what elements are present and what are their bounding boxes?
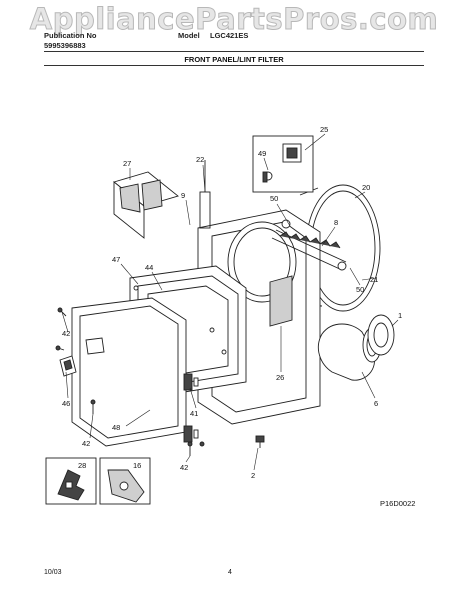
door-catch-part [59,355,77,377]
header-rule-bottom [44,65,424,66]
callout-44: 44 [145,263,153,272]
model-label: Model [178,31,200,40]
footer-date: 10/03 [44,569,62,576]
small-parts-inset-28 [45,457,97,505]
watermark-logo: AppliancePartsPros.com [29,2,439,37]
callout-28: 28 [78,461,86,470]
callout-50a: 50 [270,194,278,203]
leveling-foot-part [255,435,265,448]
header-rule-top [44,51,424,52]
callout-1: 1 [398,311,402,320]
light-bracket-part [271,219,347,271]
callout-20: 20 [362,183,370,192]
screw-part [55,307,205,456]
duct-seal-ring-part [367,314,395,356]
callout-9: 9 [181,191,185,200]
callout-42b: 42 [82,439,90,448]
callout-8: 8 [334,218,338,227]
model-value: LGC421ES [210,31,249,40]
door-switch-inset [252,135,314,193]
callout-26: 26 [276,373,284,382]
callout-22: 22 [196,155,204,164]
callout-50b: 50 [356,285,364,294]
callout-27: 27 [123,159,131,168]
hinge-part [183,373,199,443]
callout-42c: 42 [180,463,188,472]
callout-41: 41 [190,409,198,418]
footer-page-number: 4 [228,569,232,576]
publication-label: Publication No [44,31,97,40]
callout-42a: 42 [62,329,70,338]
small-parts-inset-16 [99,457,151,505]
callout-46: 46 [62,399,70,408]
figure-id: P16D0022 [380,499,415,508]
callout-21: 21 [370,275,378,284]
callout-48: 48 [112,423,120,432]
callout-25: 25 [320,125,328,134]
callout-6: 6 [374,399,378,408]
publication-number: 5995396883 [44,41,86,50]
callout-16: 16 [133,461,141,470]
callout-2: 2 [251,471,255,480]
callout-49: 49 [258,149,266,158]
leader-lines [61,133,399,471]
front-panel-part [71,297,187,447]
callout-47: 47 [112,255,120,264]
section-title: FRONT PANEL/LINT FILTER [184,55,284,64]
lint-filter-part [113,171,179,239]
